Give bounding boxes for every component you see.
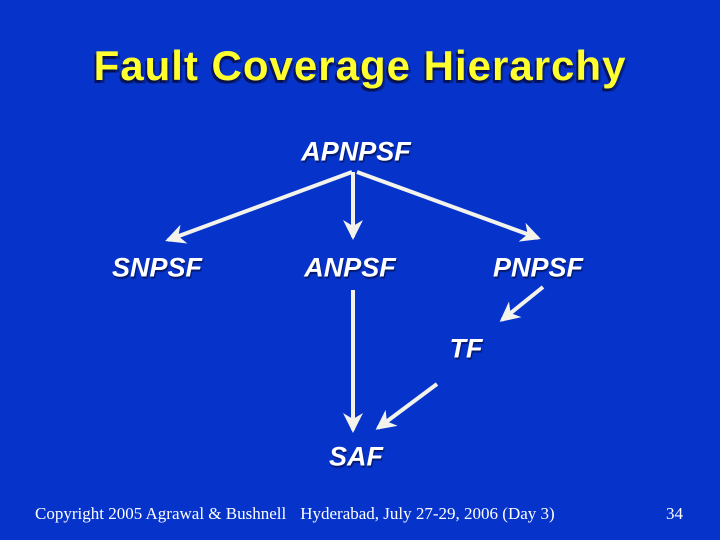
- node-saf: SAF: [329, 441, 383, 472]
- footer: Copyright 2005 Agrawal & Bushnell Hyderab…: [35, 504, 555, 524]
- edge-apnpsf-snpsf: [165, 170, 353, 244]
- edge-tf-saf: [375, 382, 439, 430]
- node-snpsf: SNPSF: [111, 252, 203, 283]
- node-anpsf: ANPSF: [304, 252, 396, 283]
- page-number: 34: [666, 504, 683, 523]
- slide-title: Fault Coverage Hierarchy: [93, 42, 627, 89]
- node-pnpsf: PNPSF: [492, 252, 584, 283]
- footer-copyright: Copyright 2005 Agrawal & Bushnell: [35, 504, 287, 523]
- edge-pnpsf-tf: [499, 285, 545, 322]
- edge-apnpsf-pnpsf: [356, 170, 541, 242]
- footer-venue: Hyderabad, July 27-29, 2006 (Day 3): [300, 504, 555, 523]
- node-apnpsf: APNPSF: [301, 136, 411, 167]
- node-tf: TF: [449, 333, 483, 364]
